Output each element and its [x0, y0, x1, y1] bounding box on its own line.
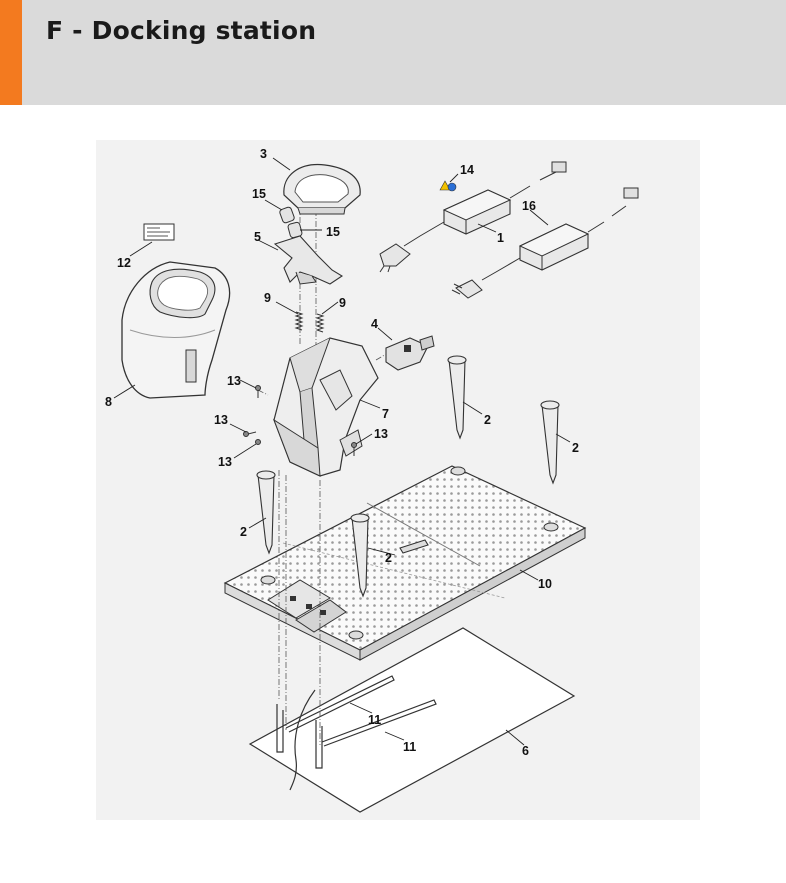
callout-4: 4: [371, 317, 378, 331]
callout-labels: 3 14 15 16 1 15 5 12 9 9 4 13 8 7 2 2 13…: [105, 147, 579, 758]
callout-13d: 13: [374, 427, 388, 441]
connector: [385, 335, 435, 371]
base-plate: [223, 465, 587, 661]
warning-icon: [439, 180, 457, 192]
housing-cover: [121, 261, 231, 399]
callout-1: 1: [497, 231, 504, 245]
leader-lines: [113, 157, 571, 746]
header-accent-bar: [0, 0, 22, 105]
callout-11b: 11: [403, 740, 416, 754]
wire-parts: [276, 675, 437, 791]
callout-2c: 2: [240, 525, 247, 539]
peg: [350, 513, 370, 598]
callout-9b: 9: [339, 296, 346, 310]
callout-11: 11: [368, 713, 381, 727]
callout-2d: 2: [385, 551, 392, 565]
caps: [279, 206, 303, 239]
bracket: [273, 235, 344, 285]
callout-10: 10: [538, 577, 552, 591]
power-supply-eu: [379, 161, 567, 273]
peg: [256, 470, 276, 555]
callout-16: 16: [522, 199, 536, 213]
springs: [294, 311, 325, 333]
callout-9: 9: [264, 291, 271, 305]
ground-sheet: [248, 627, 576, 813]
callout-2a: 2: [484, 413, 491, 427]
top-frame: [283, 163, 361, 215]
callout-13: 13: [227, 374, 241, 388]
callout-12: 12: [117, 256, 131, 270]
callout-13b: 13: [214, 413, 228, 427]
callout-2b: 2: [572, 441, 579, 455]
screws: [243, 385, 357, 456]
callout-3: 3: [260, 147, 267, 161]
peg: [540, 400, 560, 485]
station-housing: [272, 337, 379, 477]
page-header: F - Docking station: [0, 0, 786, 105]
ground-pegs: [256, 355, 560, 598]
peg: [447, 355, 467, 440]
type-label: [143, 223, 175, 241]
callout-14: 14: [460, 163, 474, 177]
callout-15: 15: [252, 187, 266, 201]
callout-15b: 15: [326, 225, 340, 239]
page-title: F - Docking station: [46, 16, 317, 45]
power-supply-us: [451, 187, 639, 299]
callout-13c: 13: [218, 455, 232, 469]
callout-8: 8: [105, 395, 112, 409]
callout-6: 6: [522, 744, 529, 758]
callout-7: 7: [382, 407, 389, 421]
callout-5: 5: [254, 230, 261, 244]
